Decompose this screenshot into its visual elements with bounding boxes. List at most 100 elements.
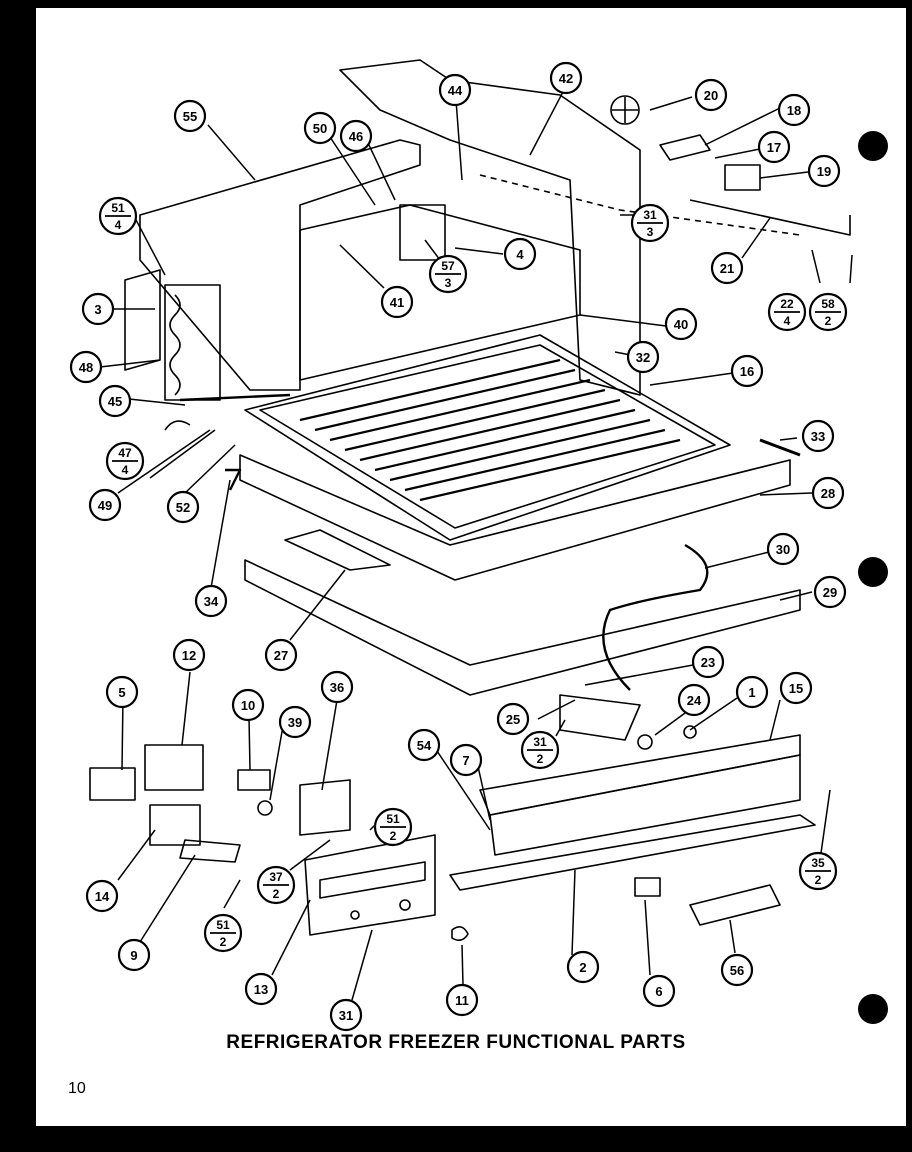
callout-circle xyxy=(173,99,207,133)
callout-circle xyxy=(117,938,151,972)
callout-circle xyxy=(85,879,119,913)
fraction-bottom: 4 xyxy=(784,314,791,328)
binder-hole-middle xyxy=(858,557,888,587)
callout-circle xyxy=(407,728,441,762)
callout-circle xyxy=(801,419,835,453)
fraction-bottom: 2 xyxy=(273,887,280,901)
callout-45: 45 xyxy=(98,384,132,418)
callout-circle xyxy=(244,972,278,1006)
callout-circle xyxy=(231,688,265,722)
callout-circle xyxy=(380,285,414,319)
callout-label: 32 xyxy=(636,350,650,365)
control-label xyxy=(89,767,136,801)
fraction-callout-58-2: 582 xyxy=(808,292,848,332)
page-number: 10 xyxy=(68,1080,86,1097)
callout-circle xyxy=(710,251,744,285)
trim-strip xyxy=(449,814,816,891)
freezer-shelf xyxy=(244,334,731,541)
fan-blade-vanes xyxy=(612,97,638,123)
diagram-title: REFRIGERATOR FREEZER FUNCTIONAL PARTS xyxy=(226,1032,686,1053)
callout-circle xyxy=(779,671,813,705)
callout-15: 15 xyxy=(779,671,813,705)
callout-circle xyxy=(664,307,698,341)
callout-20: 20 xyxy=(694,78,728,112)
callout-52: 52 xyxy=(166,490,200,524)
trim-strip-33 xyxy=(759,438,801,457)
part-outlines xyxy=(89,59,851,942)
coil-tubes xyxy=(169,294,181,396)
fraction-callout-35-2: 352 xyxy=(798,851,838,891)
leader-lines xyxy=(99,87,853,1001)
callout-circle xyxy=(766,532,800,566)
callout-56: 56 xyxy=(720,953,754,987)
fan-motor xyxy=(724,164,761,191)
callout-23: 23 xyxy=(691,645,725,679)
callout-circle xyxy=(81,292,115,326)
callout-circle xyxy=(694,78,728,112)
back-liner-panel xyxy=(339,59,641,396)
fraction-bottom: 2 xyxy=(537,752,544,766)
callout-label: 50 xyxy=(313,121,327,136)
callout-circle xyxy=(449,743,483,777)
relay xyxy=(149,804,201,846)
callout-label: 45 xyxy=(108,394,122,409)
callout-label: 12 xyxy=(182,648,196,663)
callout-44: 44 xyxy=(438,73,472,107)
binder-hole-top xyxy=(858,131,888,161)
callout-label: 17 xyxy=(767,140,781,155)
callout-label: 4 xyxy=(516,247,524,262)
callout-label: 7 xyxy=(462,753,469,768)
callout-label: 2 xyxy=(579,960,586,975)
callout-label: 46 xyxy=(349,129,363,144)
coil-side-plate xyxy=(124,269,161,371)
callout-label: 29 xyxy=(823,585,837,600)
binder-hole-bottom xyxy=(858,994,888,1024)
fraction-bottom: 3 xyxy=(445,276,452,290)
hinge-pin-34 xyxy=(225,468,242,491)
thermistor xyxy=(257,800,273,816)
callout-label: 28 xyxy=(821,486,835,501)
callout-13: 13 xyxy=(244,972,278,1006)
callout-55: 55 xyxy=(173,99,207,133)
fraction-callout-31-2: 312 xyxy=(520,730,560,770)
callout-17: 17 xyxy=(757,130,791,164)
fraction-bottom: 4 xyxy=(122,463,129,477)
callout-label: 56 xyxy=(730,963,744,978)
callout-circle xyxy=(445,983,479,1017)
fraction-bottom: 3 xyxy=(647,225,654,239)
fraction-callout-57-3: 573 xyxy=(428,254,468,294)
fraction-top: 47 xyxy=(118,446,132,460)
callout-label: 39 xyxy=(288,715,302,730)
callout-label: 24 xyxy=(687,693,702,708)
control-knob-1 xyxy=(350,910,360,920)
drain-heater xyxy=(179,393,291,402)
fan-bracket xyxy=(659,134,711,161)
callout-circle xyxy=(172,638,206,672)
fraction-callout-47-4: 474 xyxy=(105,441,145,481)
control-bracket xyxy=(299,779,351,836)
defrost-timer-bracket xyxy=(399,204,446,261)
callout-label: 3 xyxy=(94,302,101,317)
fraction-top: 58 xyxy=(821,297,835,311)
callout-circle xyxy=(757,130,791,164)
callout-label: 15 xyxy=(789,681,803,696)
fraction-top: 51 xyxy=(111,201,125,215)
callout-circle xyxy=(98,384,132,418)
callout-18: 18 xyxy=(777,93,811,127)
control-knob-2 xyxy=(399,899,411,911)
callout-label: 34 xyxy=(204,594,219,609)
fraction-top: 51 xyxy=(386,812,400,826)
callout-label: 33 xyxy=(811,429,825,444)
fraction-bottom: 2 xyxy=(220,935,227,949)
callout-label: 44 xyxy=(448,83,463,98)
scan-edge-left xyxy=(0,0,36,1152)
callout-54: 54 xyxy=(407,728,441,762)
callout-circle xyxy=(566,950,600,984)
callout-46: 46 xyxy=(339,119,373,153)
callout-14: 14 xyxy=(85,879,119,913)
divider-cover xyxy=(244,559,801,696)
callout-circle xyxy=(88,488,122,522)
callout-circle xyxy=(807,154,841,188)
fraction-bottom: 2 xyxy=(815,873,822,887)
